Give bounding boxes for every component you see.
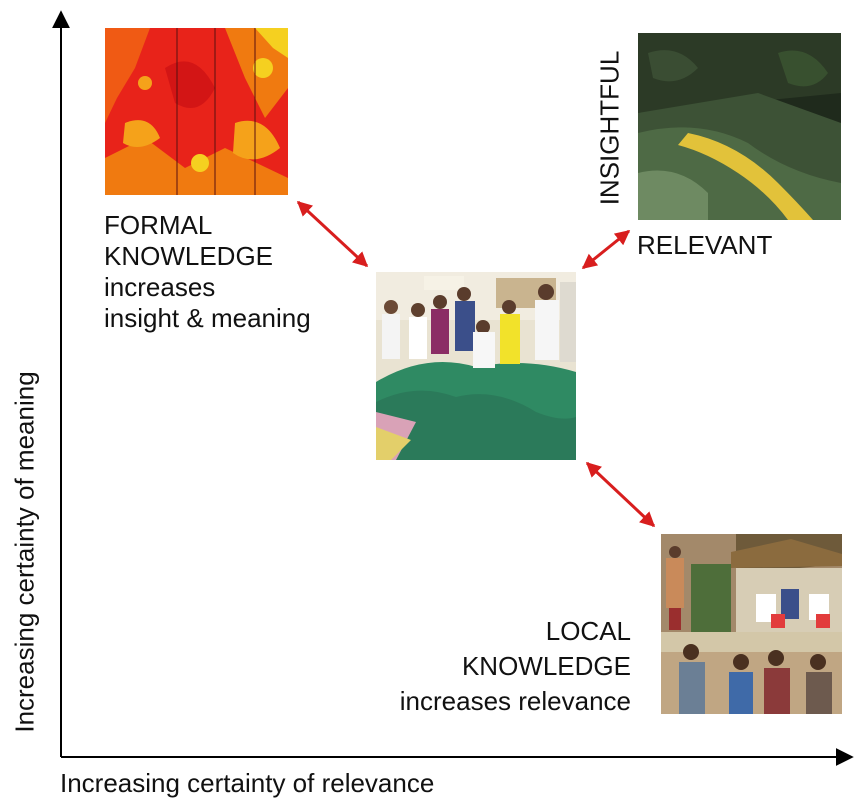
- formal-knowledge-label: FORMAL KNOWLEDGE increases insight & mea…: [104, 210, 311, 334]
- arrow-center-to-corner: [581, 229, 631, 270]
- forest-image: [638, 33, 841, 220]
- local-knowledge-label: LOCAL KNOWLEDGE increases relevance: [400, 614, 631, 719]
- formal-line-2: KNOWLEDGE: [104, 241, 274, 271]
- formal-line-1: FORMAL: [104, 210, 213, 240]
- arrow-center-to-local: [585, 461, 656, 528]
- formal-line-3: increases: [104, 272, 216, 302]
- formal-line-4: insight & meaning: [104, 303, 311, 333]
- x-axis-label: Increasing certainty of relevance: [60, 768, 435, 798]
- local-line-2: KNOWLEDGE: [461, 651, 631, 681]
- participatory-model-photo: [376, 272, 576, 460]
- local-community-photo: [661, 534, 842, 714]
- relevant-label: RELEVANT: [637, 230, 773, 260]
- insightful-label: INSIGHTFUL: [594, 50, 625, 206]
- heatmap-image: [105, 28, 288, 195]
- y-axis-label: Increasing certainty of meaning: [9, 371, 40, 733]
- arrow-formal-to-center: [296, 200, 369, 268]
- local-line-3: increases relevance: [399, 686, 631, 716]
- local-line-1: LOCAL: [545, 616, 631, 646]
